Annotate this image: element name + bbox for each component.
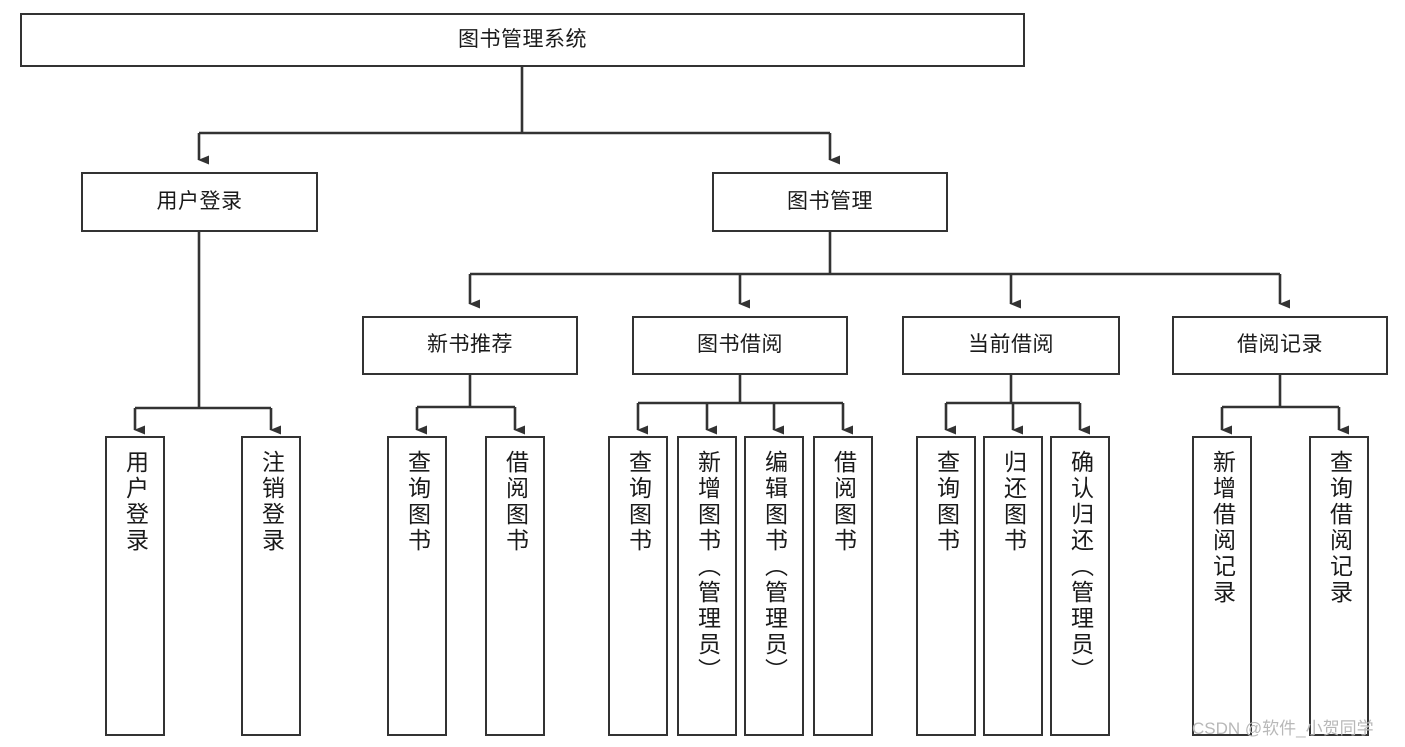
node-label: 查询图书 <box>625 450 652 554</box>
node-label: 借阅记录 <box>1237 333 1323 357</box>
node-leaf-query-books-new[interactable]: 查询图书 <box>387 436 447 736</box>
node-leaf-logout[interactable]: 注销登录 <box>241 436 301 736</box>
node-label: 用户登录 <box>122 450 149 554</box>
node-new-book-recommend[interactable]: 新书推荐 <box>362 316 578 375</box>
node-leaf-borrow-books-new[interactable]: 借阅图书 <box>485 436 545 736</box>
node-label: 编辑图书（管理员） <box>761 450 788 684</box>
node-label: 借阅图书 <box>830 450 857 554</box>
node-root-system[interactable]: 图书管理系统 <box>20 13 1025 67</box>
node-leaf-borrow-books[interactable]: 借阅图书 <box>813 436 873 736</box>
node-leaf-query-books-current[interactable]: 查询图书 <box>916 436 976 736</box>
node-leaf-edit-book-admin[interactable]: 编辑图书（管理员） <box>744 436 804 736</box>
node-label: 新书推荐 <box>427 333 513 357</box>
node-label: 新增图书（管理员） <box>694 450 721 684</box>
node-leaf-return-books[interactable]: 归还图书 <box>983 436 1043 736</box>
node-leaf-user-login[interactable]: 用户登录 <box>105 436 165 736</box>
node-label: 注销登录 <box>258 450 285 554</box>
node-label: 用户登录 <box>156 189 243 213</box>
node-label: 图书管理 <box>787 189 873 213</box>
node-leaf-query-borrow-record[interactable]: 查询借阅记录 <box>1309 436 1369 736</box>
node-label: 确认归还（管理员） <box>1067 450 1094 684</box>
csdn-watermark: CSDN @软件_小贺同学 <box>1192 719 1374 738</box>
node-borrow-records[interactable]: 借阅记录 <box>1172 316 1388 375</box>
node-label: 查询图书 <box>933 450 960 554</box>
node-book-management[interactable]: 图书管理 <box>712 172 948 232</box>
node-leaf-confirm-return-admin[interactable]: 确认归还（管理员） <box>1050 436 1110 736</box>
node-label: 借阅图书 <box>502 450 529 554</box>
node-leaf-add-book-admin[interactable]: 新增图书（管理员） <box>677 436 737 736</box>
node-book-borrow[interactable]: 图书借阅 <box>632 316 848 375</box>
node-label: 查询图书 <box>404 450 431 554</box>
node-leaf-add-borrow-record[interactable]: 新增借阅记录 <box>1192 436 1252 736</box>
node-label: 图书管理系统 <box>458 27 587 51</box>
node-label: 新增借阅记录 <box>1209 450 1236 606</box>
node-label: 图书借阅 <box>697 333 783 357</box>
node-label: 归还图书 <box>1000 450 1027 554</box>
node-label: 当前借阅 <box>968 333 1054 357</box>
node-label: 查询借阅记录 <box>1326 450 1353 606</box>
node-leaf-query-books-borrow[interactable]: 查询图书 <box>608 436 668 736</box>
node-user-login[interactable]: 用户登录 <box>81 172 318 232</box>
node-current-borrow[interactable]: 当前借阅 <box>902 316 1120 375</box>
